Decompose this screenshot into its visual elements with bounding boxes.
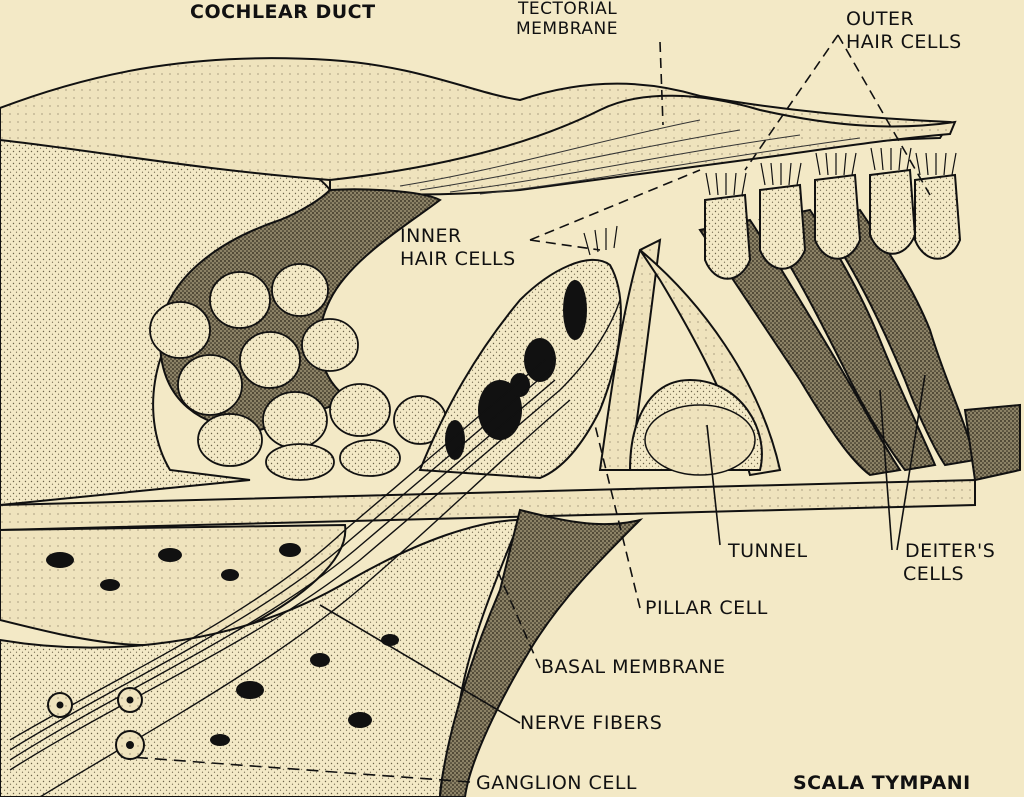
leader-nerve [319,604,521,724]
tectorial-fibers [399,119,861,195]
tunnel-bubble [644,404,756,476]
label-tectorial-membrane-2: MEMBRANE [516,19,618,39]
leader-basal [494,564,541,669]
basilar-plate [0,478,976,532]
label-scala-tympani: SCALA TYMPANI [793,772,971,794]
right-edge-cells [963,403,1021,482]
leader-tectorial [659,41,664,126]
leader-outer-1 [744,34,839,171]
deiters-cells [698,208,977,477]
outer-hair-cell-bodies [704,168,962,280]
leader-tunnel [706,424,721,546]
leader-lines [129,34,931,783]
label-outer-hair-cells-1: OUTER [846,8,915,30]
label-ganglion-cell: GANGLION CELL [476,772,637,794]
label-tectorial-membrane-1: TECTORIAL [518,0,618,19]
basal-membrane-dark [438,508,644,797]
label-basal-membrane: BASAL MEMBRANE [541,656,726,678]
pillar-cell-inner [598,238,662,471]
label-deiters-cells-1: DEITER'S [905,540,996,562]
leader-outer-2 [837,34,931,196]
bone-spots [46,543,399,746]
leader-inner-2 [529,169,701,241]
label-tunnel: TUNNEL [728,540,808,562]
label-outer-hair-cells-2: HAIR CELLS [846,31,962,53]
leader-inner-1 [529,239,601,251]
leader-deiters-2 [896,374,926,551]
label-inner-hair-cells-2: HAIR CELLS [400,248,516,270]
label-deiters-cells-2: CELLS [903,563,965,585]
label-inner-hair-cells-1: INNER [400,225,462,247]
sulcus-cells [149,263,447,481]
tectorial-membrane [329,94,957,196]
label-nerve-fibers: NERVE FIBERS [520,712,663,734]
hair-bundles [583,147,957,256]
leader-deiters-1 [879,389,893,551]
label-pillar-cell: PILLAR CELL [645,597,768,619]
label-cochlear-duct: COCHLEAR DUCT [190,1,376,23]
